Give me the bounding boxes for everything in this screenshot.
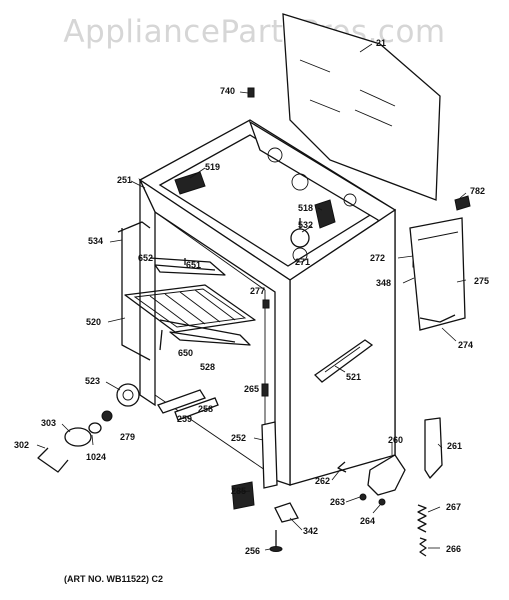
part-label-1024: 1024 — [86, 452, 107, 462]
part-label-277: 277 — [250, 286, 266, 296]
part-label-521: 521 — [346, 372, 362, 382]
part-label-260: 260 — [388, 435, 404, 445]
part-label-348: 348 — [376, 278, 392, 288]
part-label-279: 279 — [120, 432, 136, 442]
range-cabinet — [138, 119, 397, 486]
part-label-518: 518 — [298, 203, 314, 213]
part-label-652: 652 — [138, 253, 154, 263]
part-label-271: 271 — [295, 257, 311, 267]
part-label-285: 285 — [231, 486, 247, 496]
small-parts — [37, 87, 471, 557]
part-label-263: 263 — [330, 497, 346, 507]
part-label-258: 258 — [198, 404, 214, 414]
broil-element — [149, 257, 226, 276]
part-label-303: 303 — [41, 418, 57, 428]
part-label-740: 740 — [220, 86, 236, 96]
part-label-272: 272 — [370, 253, 386, 263]
part-label-274: 274 — [458, 340, 474, 350]
leader-lines — [36, 43, 467, 551]
back-panel — [282, 13, 441, 201]
part-label-261: 261 — [447, 441, 463, 451]
part-label-262: 262 — [315, 476, 331, 486]
bake-element — [159, 319, 251, 351]
part-label-259: 259 — [177, 414, 193, 424]
part-label-519: 519 — [205, 162, 221, 172]
part-label-528: 528 — [200, 362, 216, 372]
part-label-256: 256 — [245, 546, 261, 556]
part-label-302: 302 — [14, 440, 30, 450]
part-label-782: 782 — [470, 186, 486, 196]
part-label-534: 534 — [88, 236, 104, 246]
part-label-266: 266 — [446, 544, 462, 554]
part-label-532: 532 — [298, 220, 314, 230]
part-label-520: 520 — [86, 317, 102, 327]
part-label-251: 251 — [117, 175, 133, 185]
part-label-21: 21 — [376, 38, 387, 48]
part-label-267: 267 — [446, 502, 462, 512]
part-label-523: 523 — [85, 376, 101, 386]
oven-rack — [124, 284, 256, 333]
part-label-275: 275 — [474, 276, 490, 286]
part-label-264: 264 — [360, 516, 376, 526]
part-label-342: 342 — [303, 526, 319, 536]
door-gasket — [117, 221, 151, 361]
part-label-252: 252 — [231, 433, 247, 443]
part-label-651: 651 — [186, 260, 202, 270]
art-number: (ART NO. WB11522) C2 — [64, 574, 164, 584]
part-label-650: 650 — [178, 348, 194, 358]
part-label-265: 265 — [244, 384, 260, 394]
